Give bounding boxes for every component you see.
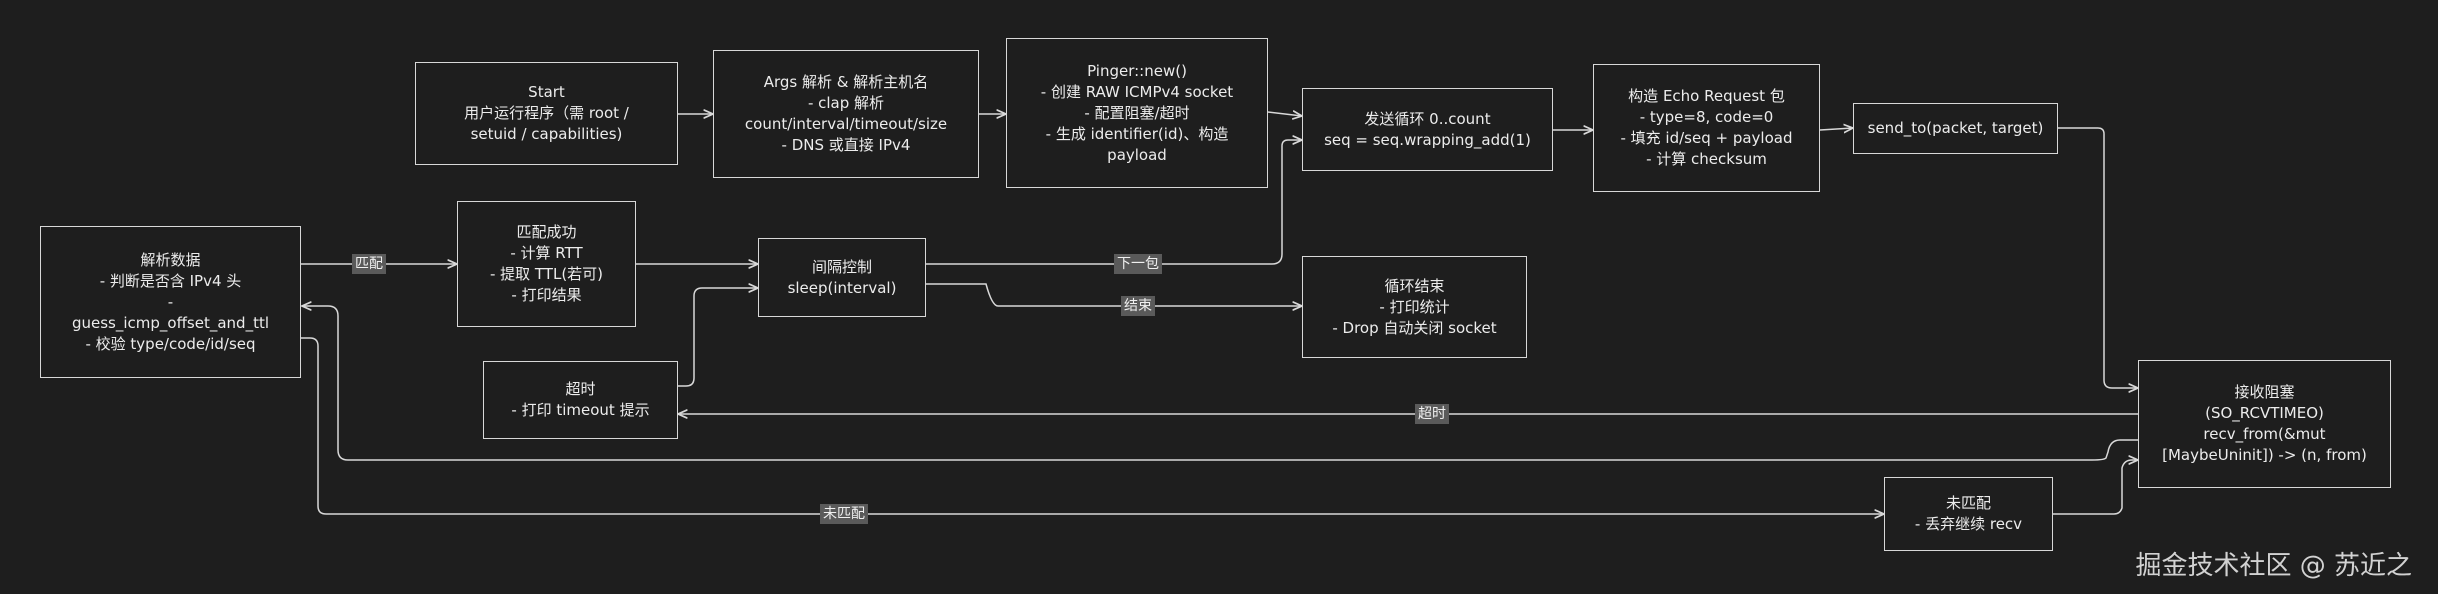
node-interval-line-1: 间隔控制 bbox=[811, 257, 872, 276]
edge-label-end: 结束 bbox=[1121, 296, 1155, 316]
node-match-line-4: - 打印结果 bbox=[511, 286, 582, 304]
node-send-to: send_to(packet, target) bbox=[1853, 103, 2058, 154]
node-build-packet: 构造 Echo Request 包 - type=8, code=0 - 填充 … bbox=[1593, 64, 1820, 192]
edge-build-sendto bbox=[1819, 128, 1853, 130]
node-args: Args 解析 & 解析主机名 - clap 解析 count/interval… bbox=[713, 50, 979, 178]
node-loop-end: 循环结束 - 打印统计 - Drop 自动关闭 socket bbox=[1302, 256, 1527, 358]
node-args-line-2: - clap 解析 bbox=[807, 94, 885, 112]
node-unmatched-line-1: 未匹配 bbox=[1945, 494, 1991, 512]
node-build-line-1: 构造 Echo Request 包 bbox=[1628, 87, 1785, 105]
edge-parse-unmatched bbox=[301, 337, 1884, 514]
edge-unmatched-recv bbox=[2053, 460, 2138, 515]
watermark: 掘金技术社区 @ 苏近之 bbox=[2135, 551, 2412, 581]
node-parse-line-5: - 校验 type/code/id/seq bbox=[85, 334, 256, 353]
node-args-line-4: - DNS 或直接 IPv4 bbox=[781, 136, 911, 154]
node-match: 匹配成功 - 计算 RTT - 提取 TTL(若可) - 打印结果 bbox=[457, 201, 636, 327]
node-parse-line-3: - bbox=[167, 292, 174, 311]
node-args-line-1: Args 解析 & 解析主机名 bbox=[763, 73, 929, 91]
node-parse-line-2: - 判断是否含 IPv4 头 bbox=[99, 271, 242, 290]
node-timeout-line-2: - 打印 timeout 提示 bbox=[511, 401, 650, 419]
edge-label-timeout: 超时 bbox=[1415, 404, 1449, 424]
node-send-loop-line-1: 发送循环 0..count bbox=[1364, 109, 1491, 128]
node-interval-line-2: sleep(interval) bbox=[787, 278, 897, 297]
node-interval: 间隔控制 sleep(interval) bbox=[758, 238, 926, 317]
node-parse-line-4: guess_icmp_offset_and_ttl bbox=[71, 313, 270, 332]
node-pinger: Pinger::new() - 创建 RAW ICMPv4 socket - 配… bbox=[1006, 38, 1268, 188]
node-build-line-4: - 计算 checksum bbox=[1646, 150, 1767, 168]
node-parse: 解析数据 - 判断是否含 IPv4 头 - guess_icmp_offset_… bbox=[40, 226, 301, 378]
node-build-line-2: - type=8, code=0 bbox=[1639, 108, 1774, 126]
node-timeout: 超时 - 打印 timeout 提示 bbox=[483, 361, 678, 439]
node-pinger-line-1: Pinger::new() bbox=[1087, 61, 1187, 80]
node-loop-end-line-1: 循环结束 bbox=[1384, 276, 1445, 295]
node-recv-line-2: (SO_RCVTIMEO) bbox=[2205, 404, 2324, 422]
node-unmatched: 未匹配 - 丢弃继续 recv bbox=[1884, 477, 2053, 551]
node-parse-line-1: 解析数据 bbox=[140, 250, 201, 269]
node-start-line-2: 用户运行程序（需 root / bbox=[464, 104, 629, 122]
node-match-line-3: - 提取 TTL(若可) bbox=[489, 265, 604, 283]
node-unmatched-line-2: - 丢弃继续 recv bbox=[1914, 515, 2023, 533]
node-recv-line-3: recv_from(&mut bbox=[2203, 425, 2326, 443]
node-start-line-1: Start bbox=[528, 83, 565, 101]
edge-timeout-interval bbox=[678, 288, 758, 387]
edge-pinger-sendloop bbox=[1267, 112, 1302, 116]
node-start: Start 用户运行程序（需 root / setuid / capabilit… bbox=[415, 62, 678, 165]
node-send-loop-line-2: seq = seq.wrapping_add(1) bbox=[1324, 130, 1531, 149]
node-recv-line-4: [MaybeUninit]) -> (n, from) bbox=[2162, 446, 2367, 464]
node-pinger-line-4: - 生成 identifier(id)、构造 bbox=[1045, 124, 1229, 143]
edge-label-match: 匹配 bbox=[352, 254, 386, 274]
edge-label-next-packet: 下一包 bbox=[1114, 254, 1162, 274]
node-pinger-line-2: - 创建 RAW ICMPv4 socket bbox=[1040, 82, 1234, 101]
edge-interval-sendloop bbox=[926, 140, 1302, 265]
node-send-loop: 发送循环 0..count seq = seq.wrapping_add(1) bbox=[1302, 88, 1553, 171]
edge-label-unmatched: 未匹配 bbox=[820, 504, 868, 524]
node-send-to-line-1: send_to(packet, target) bbox=[1867, 119, 2044, 137]
node-pinger-line-3: - 配置阻塞/超时 bbox=[1084, 103, 1190, 122]
node-start-line-3: setuid / capabilities) bbox=[470, 125, 623, 143]
node-timeout-line-1: 超时 bbox=[565, 380, 596, 398]
node-pinger-line-5: payload bbox=[1107, 145, 1167, 164]
node-build-line-3: - 填充 id/seq + payload bbox=[1620, 129, 1793, 147]
node-args-line-3: count/interval/timeout/size bbox=[744, 115, 948, 133]
edge-interval-loopend bbox=[926, 283, 1302, 306]
node-recv-line-1: 接收阻塞 bbox=[2234, 383, 2295, 401]
node-loop-end-line-3: - Drop 自动关闭 socket bbox=[1332, 318, 1497, 337]
node-match-line-1: 匹配成功 bbox=[516, 223, 577, 241]
edge-recv-parse bbox=[302, 306, 2138, 461]
node-recv: 接收阻塞 (SO_RCVTIMEO) recv_from(&mut [Maybe… bbox=[2138, 360, 2391, 488]
node-match-line-2: - 计算 RTT bbox=[510, 244, 583, 262]
node-loop-end-line-2: - 打印统计 bbox=[1379, 297, 1450, 316]
edge-sendto-recv bbox=[2058, 127, 2138, 388]
